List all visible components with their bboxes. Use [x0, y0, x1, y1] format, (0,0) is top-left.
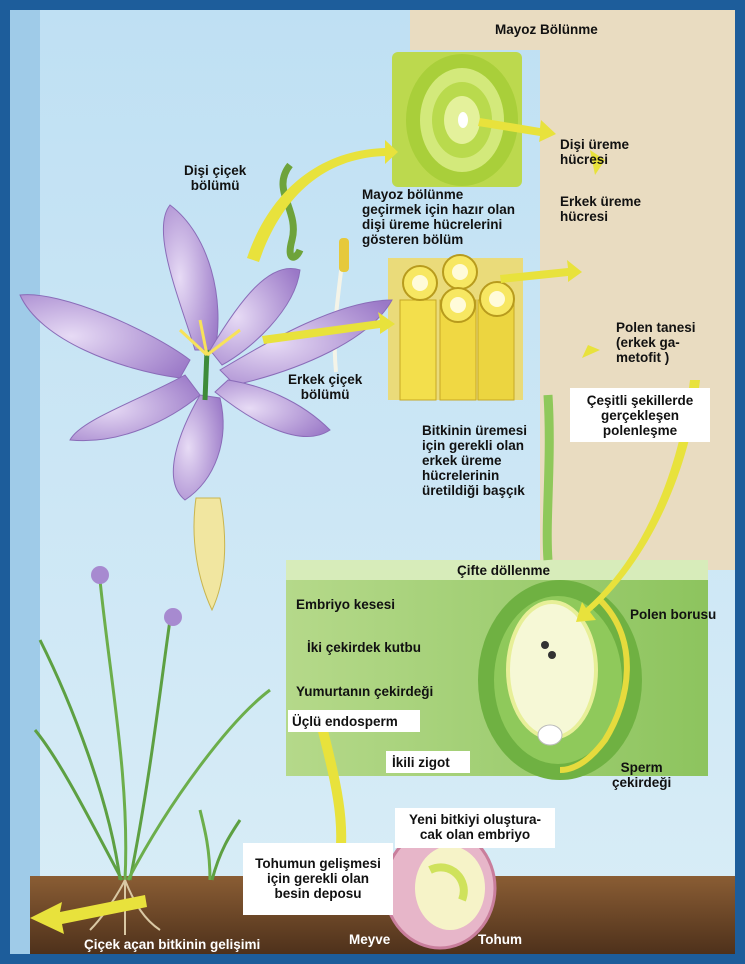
fruit-label: Meyve [349, 932, 390, 947]
label-line: için gerekli olan [243, 871, 393, 886]
embryo-sac-drawing [478, 580, 642, 780]
anther-label: Bitkinin üremesi için gerekli olan erkek… [422, 423, 527, 498]
label-line: erkek üreme [422, 453, 527, 468]
label-line: dişi üreme hücrelerini [362, 217, 515, 232]
label-line: Çeşitli şekillerde [572, 393, 708, 408]
label-line: bölümü [288, 387, 362, 402]
label-line: polenleşme [572, 423, 708, 438]
seed-label: Tohum [478, 932, 522, 947]
growth-label: Çiçek açan bitkinin gelişimi [84, 937, 260, 952]
diploid-zygote-label: İkili zigot [392, 755, 450, 770]
label-line: Mayoz bölünme [362, 187, 515, 202]
label-line: Erkek üreme [560, 194, 641, 209]
label-line: Tohumun gelişmesi [243, 856, 393, 871]
male-flower-part-label: Erkek çiçek bölümü [288, 372, 362, 402]
pollination-label: Çeşitli şekillerde gerçekleşen polenleşm… [572, 393, 708, 438]
label-line: için gerekli olan [422, 438, 527, 453]
label-line: metofit ) [616, 350, 696, 365]
new-embryo-label: Yeni bitkiyi oluştura- cak olan embriyo [395, 812, 555, 842]
pollen-grain-label: Polen tanesi (erkek ga- metofit ) [616, 320, 696, 365]
label-line: çekirdeği [612, 775, 671, 790]
label-line: üretildiği başçık [422, 483, 527, 498]
label-line: Erkek çiçek [288, 372, 362, 387]
label-line: Yeni bitkiyi oluştura- [395, 812, 555, 827]
female-cell-label: Dişi üreme hücresi [560, 137, 629, 167]
label-line: bölümü [184, 178, 246, 193]
label-line: Bitkinin üremesi [422, 423, 527, 438]
ovary-cross-section [392, 52, 522, 187]
meiosis-ready-label: Mayoz bölünme geçirmek için hazır olan d… [362, 187, 515, 247]
female-flower-part-label: Dişi çiçek bölümü [184, 163, 246, 193]
filament-stalk [547, 395, 549, 560]
polar-nuclei-label: İki çekirdek kutbu [307, 640, 421, 655]
label-line: Dişi üreme [560, 137, 629, 152]
pollen-tube-label: Polen borusu [630, 607, 716, 622]
left-strip [10, 10, 40, 954]
triploid-endosperm-label: Üçlü endosperm [292, 714, 398, 729]
label-line: gösteren bölüm [362, 232, 515, 247]
label-line: (erkek ga- [616, 335, 696, 350]
egg-nucleus-label: Yumurtanın çekirdeği [296, 684, 433, 699]
label-line: hücresi [560, 152, 629, 167]
label-line: hücrelerinin [422, 468, 527, 483]
male-cell-label: Erkek üreme hücresi [560, 194, 641, 224]
beige-background [540, 10, 735, 570]
embryo-sac-label: Embriyo kesesi [296, 597, 395, 612]
label-line: Dişi çiçek [184, 163, 246, 178]
label-line: hücresi [560, 209, 641, 224]
label-line: gerçekleşen [572, 408, 708, 423]
label-line: geçirmek için hazır olan [362, 202, 515, 217]
sperm-nucleus-label: Sperm çekirdeği [612, 760, 671, 790]
label-line: Polen tanesi [616, 320, 696, 335]
label-line: Sperm [612, 760, 671, 775]
label-line: cak olan embriyo [395, 827, 555, 842]
meiosis-title: Mayoz Bölünme [495, 22, 598, 37]
food-store-label: Tohumun gelişmesi için gerekli olan besi… [243, 856, 393, 901]
label-line: besin deposu [243, 886, 393, 901]
double-fertilization-title: Çifte döllenme [457, 563, 550, 578]
